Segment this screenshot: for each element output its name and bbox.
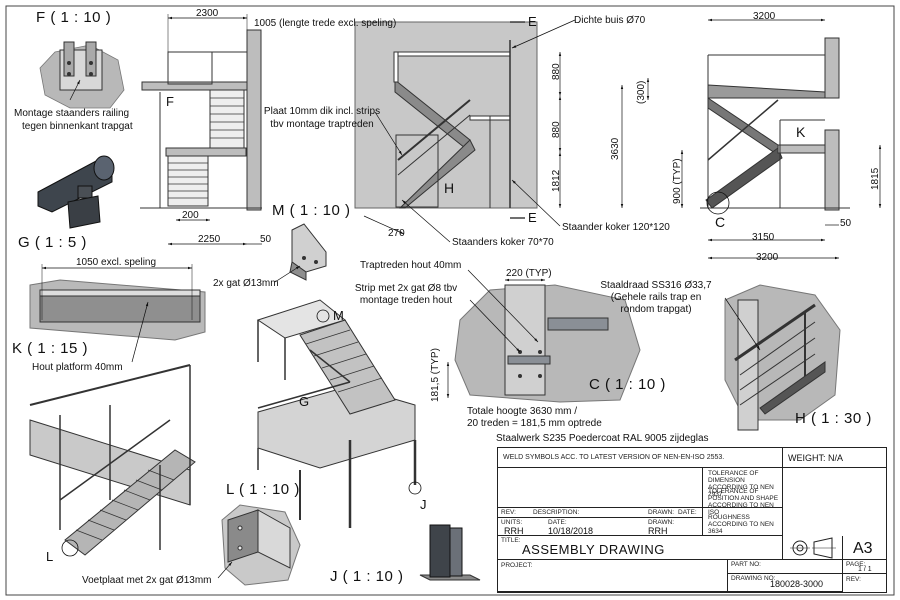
drawn2-header: DRAWN:: [648, 519, 675, 526]
note-strip-1: Strip met 2x gat Ø8 tbv: [354, 283, 458, 294]
dim-1812: 1812: [551, 169, 562, 192]
view-title-l: L ( 1 : 10 ): [226, 481, 300, 498]
part-no-header: PART NO:: [731, 561, 761, 568]
drawing-title: ASSEMBLY DRAWING: [522, 542, 665, 557]
detail-f-drawing: [39, 41, 125, 109]
detail-h-drawing: [724, 284, 841, 431]
marker-f: F: [166, 94, 175, 109]
note-plaat-1: Plaat 10mm dik incl. strips: [263, 106, 381, 117]
view-title-c: C ( 1 : 10 ): [589, 376, 666, 393]
marker-j: J: [420, 497, 427, 512]
detail-g-drawing: [37, 155, 115, 229]
dim-220-typ: 220 (TYP): [506, 268, 552, 279]
marker-e-top: E: [528, 14, 538, 29]
page-header: PAGE:: [846, 561, 866, 568]
rev-header: REV:: [501, 509, 516, 516]
dim-2300: 2300: [196, 8, 219, 19]
rev2-header: REV:: [846, 576, 861, 583]
dim-3150: 3150: [752, 232, 775, 243]
marker-h: H: [444, 180, 455, 196]
dim-200: 200: [182, 210, 199, 221]
dim-1050: 1050 excl. speling: [76, 257, 157, 268]
side-view: [620, 18, 882, 260]
note-montage-staanders: Montage staanders railing: [14, 108, 130, 119]
dim-3200-top: 3200: [753, 11, 776, 22]
units-value: RRH: [504, 526, 524, 536]
date-value: 10/18/2018: [548, 526, 594, 536]
note-gat-13: 2x gat Ø13mm: [213, 278, 279, 289]
sheet-size: A3: [853, 540, 873, 557]
detail-c-drawing: [446, 269, 641, 403]
drawing-no-value: 180028-3000: [770, 579, 824, 589]
note-totale-1: Totale hoogte 3630 mm /: [467, 406, 578, 417]
sheet-border: [5, 5, 895, 596]
iso-lower-stair: [29, 364, 196, 557]
note-totale-2: 20 treden = 181,5 mm optrede: [467, 418, 602, 429]
project-header: PROJECT:: [501, 562, 533, 569]
note-staaldraad-2: (Gehele rails trap en: [610, 292, 702, 303]
note-staander-koker-120: Staander koker 120*120: [562, 222, 670, 233]
dim-181-typ: 181,5 (TYP): [430, 348, 441, 402]
marker-m: M: [333, 308, 345, 323]
detail-m-drawing: [274, 223, 327, 283]
marker-e-bottom: E: [528, 210, 538, 225]
note-staanders-koker-70: Staanders koker 70*70: [452, 237, 554, 248]
view-title-m: M ( 1 : 10 ): [272, 202, 351, 219]
note-hout-platform: Hout platform 40mm: [32, 362, 123, 373]
note-staaldraad-3: rondom trapgat): [620, 304, 692, 315]
dim-880-b: 880: [551, 121, 562, 138]
tolerance-dimension: TOLERANCE OF DIMENSION ACCORDING TO NEN …: [708, 470, 774, 498]
drawn-header: DRAWN:: [648, 509, 675, 516]
dim-3200-bottom: 3200: [756, 252, 779, 263]
date-header: DATE:: [678, 509, 697, 516]
note-tegen-binnenkant: tegen binnenkant trapgat: [22, 121, 133, 132]
note-traptreden-hout: Traptreden hout 40mm: [360, 260, 462, 271]
dim-50-a: 50: [260, 234, 272, 245]
dim-270: 270: [388, 228, 405, 239]
date2-header: DATE:: [548, 519, 567, 526]
weld-note: WELD SYMBOLS ACC. TO LATEST VERSION OF N…: [503, 454, 725, 461]
dim-880-a: 880: [551, 63, 562, 80]
drawn-value: RRH: [648, 526, 668, 536]
marker-l: L: [46, 549, 54, 564]
detail-l-drawing: [217, 504, 301, 586]
dim-300: (300): [636, 80, 647, 104]
marker-g: G: [299, 394, 310, 409]
note-staalwerk: Staalwerk S235 Poedercoat RAL 9005 zijde…: [496, 433, 709, 444]
section-e-view: [354, 19, 576, 243]
drawing-no-header: DRAWING NO:: [731, 575, 776, 582]
plan-view: [140, 14, 262, 246]
note-staaldraad-1: Staaldraad SS316 Ø33,7: [600, 280, 712, 291]
projection-symbol: [790, 537, 836, 559]
dim-3630: 3630: [610, 137, 621, 160]
dim-1005: 1005 (lengte trede excl. speling): [254, 18, 397, 29]
weight: WEIGHT: N/A: [788, 453, 844, 463]
marker-k: K: [796, 124, 806, 140]
tolerance-position: TOLERANCE OF POSITION AND SHAPE ACCORDIN…: [708, 488, 779, 516]
view-title-k: K ( 1 : 15 ): [12, 340, 89, 357]
note-strip-2: montage treden hout: [359, 295, 453, 306]
view-title-g: G ( 1 : 5 ): [18, 234, 87, 251]
dim-900-typ: 900 (TYP): [672, 158, 683, 204]
note-plaat-2: tbv montage traptreden: [270, 119, 374, 130]
title-header: TITLE:: [501, 537, 521, 544]
note-voetplaat: Voetplaat met 2x gat Ø13mm: [82, 575, 212, 586]
units-header: UNITS:: [501, 519, 523, 526]
note-dichte-buis: Dichte buis Ø70: [574, 15, 646, 26]
dim-2250: 2250: [198, 234, 221, 245]
dim-1815: 1815: [870, 167, 881, 190]
marker-c: C: [715, 214, 726, 230]
view-title-j: J ( 1 : 10 ): [330, 568, 404, 585]
roughness-note: ROUGHNESS ACCORDING TO NEN 3634: [708, 514, 774, 535]
iso-upper-stair: [256, 299, 422, 528]
dim-50-b: 50: [840, 218, 852, 229]
detail-j-drawing: [419, 524, 481, 581]
description-header: DESCRIPTION:: [533, 509, 580, 516]
page-value: 1 / 1: [858, 566, 872, 573]
view-title-h: H ( 1 : 30 ): [795, 410, 872, 427]
detail-k-drawing: [29, 264, 206, 363]
title-block: WELD SYMBOLS ACC. TO LATEST VERSION OF N…: [497, 447, 887, 593]
view-title-f: F ( 1 : 10 ): [36, 9, 112, 26]
